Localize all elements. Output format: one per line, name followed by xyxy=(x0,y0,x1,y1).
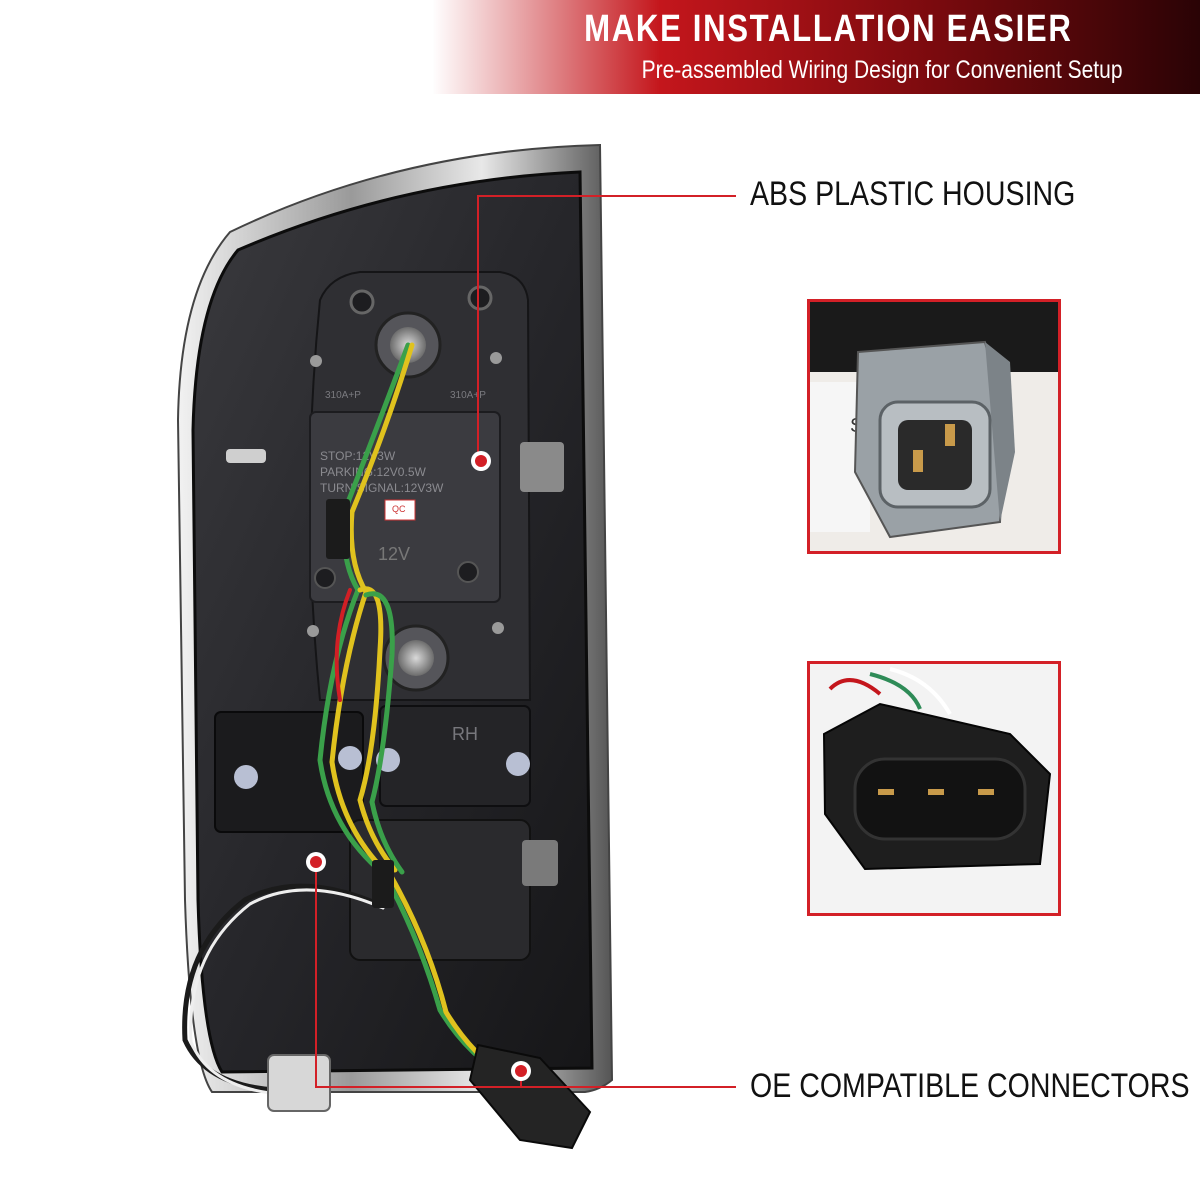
lower-cavity xyxy=(349,819,531,961)
clip xyxy=(522,840,558,886)
screw xyxy=(307,625,319,637)
qc-text: QC xyxy=(392,504,406,514)
screw-hole xyxy=(349,289,375,315)
header-banner: MAKE INSTALLATION EASIER Pre-assembled W… xyxy=(0,0,1200,94)
inset-gray-connector: S xyxy=(807,299,1061,554)
banner-subtitle: Pre-assembled Wiring Design for Convenie… xyxy=(641,56,1122,84)
voltage-label: 12V xyxy=(378,544,410,564)
socket-label-left: 310A+P xyxy=(325,390,361,401)
inline-connector xyxy=(372,860,394,908)
callout-connectors-label: OE COMPATIBLE CONNECTORS xyxy=(750,1067,1190,1105)
spec-parking: PARKING:12V0.5W xyxy=(320,465,426,479)
qc-sticker xyxy=(384,499,416,521)
banner-title: MAKE INSTALLATION EASIER xyxy=(583,8,1072,50)
screw-hole xyxy=(314,567,336,589)
screw xyxy=(310,355,322,367)
gray-connector-photo: S xyxy=(810,302,1058,551)
white-connector xyxy=(267,1054,331,1112)
callout-housing-label: ABS PLASTIC HOUSING xyxy=(750,175,1076,213)
spec-turn: TURN SIGNAL:12V3W xyxy=(320,481,444,495)
screw-hole xyxy=(457,561,479,583)
mounting-stud xyxy=(226,449,266,463)
black-connector-photo xyxy=(810,664,1058,913)
inset-black-connector xyxy=(807,661,1061,916)
spec-stop: STOP:12V3W xyxy=(320,449,396,463)
screw xyxy=(492,622,504,634)
black-connector xyxy=(468,1043,592,1150)
lower-panel-left xyxy=(214,711,364,833)
screw xyxy=(490,352,502,364)
socket-label-right: 310A+P xyxy=(450,390,486,401)
clip xyxy=(520,442,564,492)
rh-panel xyxy=(379,705,531,807)
screw-hole xyxy=(467,285,493,311)
inline-connector xyxy=(326,499,350,559)
side-marker: RH xyxy=(452,724,478,744)
